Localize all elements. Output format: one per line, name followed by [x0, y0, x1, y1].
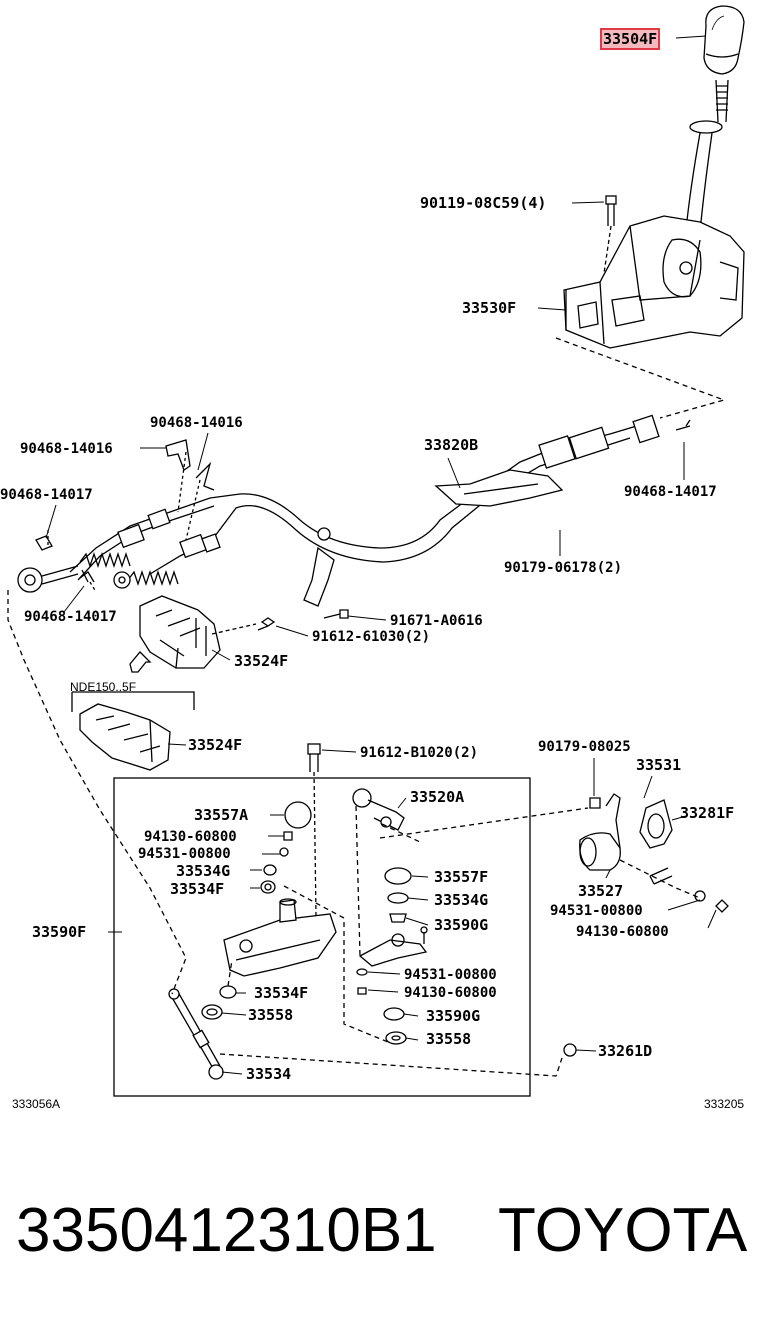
part-label-90179-06178: 90179-06178(2) [504, 560, 623, 576]
part-label-90468-14016-left: 90468-14016 [20, 441, 113, 457]
part-label-33524F-upper: 33524F [234, 652, 289, 670]
footer-brand: TOYOTA [498, 1196, 748, 1265]
part-label-33534G-left: 33534G [176, 862, 231, 880]
part-label-90468-14017-bottom: 90468-14017 [24, 609, 117, 625]
shift-knob-drawing [703, 5, 745, 75]
part-label-33261D: 33261D [598, 1042, 653, 1060]
part-label-94130-60800-mid: 94130-60800 [404, 985, 497, 1001]
part-label-33558-right: 33558 [426, 1030, 472, 1048]
part-label-33534F-upper: 33534F [170, 880, 225, 898]
part-label-33504F: 33504F [599, 28, 661, 50]
part-label-33820B: 33820B [424, 436, 479, 454]
diagram-code-right: 333205 [704, 1097, 745, 1111]
assembly-box [113, 777, 531, 1097]
bolts-drawing [257, 609, 349, 631]
part-label-90468-14017-right: 90468-14017 [624, 484, 717, 500]
part-label-33590G-lower: 33590G [426, 1007, 481, 1025]
part-label-33527: 33527 [578, 882, 624, 900]
leader-lines [45, 35, 717, 1075]
part-label-94130-60800-left: 94130-60800 [144, 829, 237, 845]
bracket-nde-drawing [79, 703, 171, 771]
parts-exploded-diagram [7, 5, 745, 1097]
part-label-33520A: 33520A [410, 788, 465, 806]
part-label-91612-B1020: 91612-B1020(2) [360, 745, 479, 761]
clips-drawing [35, 439, 215, 583]
bracket-33524F-drawing [129, 595, 257, 673]
part-label-33534F-lower: 33534F [254, 984, 309, 1002]
shift-housing-drawing [563, 215, 745, 349]
bolt-drawing [602, 195, 617, 281]
part-label-33524F-lower: 33524F [188, 736, 243, 754]
part-label-33557A: 33557A [194, 806, 249, 824]
bolt-b1020-drawing [307, 743, 321, 917]
part-label-94531-00800-right: 94531-00800 [550, 903, 643, 919]
part-label-90468-14017-left: 90468-14017 [0, 487, 93, 503]
right-assembly-drawing [352, 788, 428, 1045]
part-label-90119-08C59: 90119-08C59(4) [420, 194, 547, 212]
part-label-33281F: 33281F [680, 804, 735, 822]
diagram-code-left: 333056A [12, 1097, 61, 1111]
footer-part-number: 3350412310B1 [16, 1196, 437, 1265]
part-label-33534G-right: 33534G [434, 891, 489, 909]
part-label-33531: 33531 [636, 756, 682, 774]
variant-label-nde150: NDE150..5F [70, 680, 137, 694]
part-label-33557F: 33557F [434, 868, 489, 886]
part-label-94531-00800-left: 94531-00800 [138, 846, 231, 862]
shift-cables-drawing [17, 414, 691, 607]
shift-lever-drawing [685, 79, 729, 233]
part-label-33530F: 33530F [462, 299, 517, 317]
part-label-33590F: 33590F [32, 923, 87, 941]
part-label-94531-00800-mid: 94531-00800 [404, 967, 497, 983]
part-label-90468-14016-upper: 90468-14016 [150, 415, 243, 431]
part-label-33558-left: 33558 [248, 1006, 294, 1024]
part-label-33590G-upper: 33590G [434, 916, 489, 934]
part-label-91671-A0616: 91671-A0616 [390, 613, 483, 629]
part-label-33534: 33534 [246, 1065, 292, 1083]
part-label-90179-08025: 90179-08025 [538, 739, 631, 755]
part-label-91612-61030: 91612-61030(2) [312, 629, 431, 645]
part-label-94130-60800-right: 94130-60800 [576, 924, 669, 940]
left-assembly-drawing [168, 801, 337, 1080]
side-parts-drawing [563, 793, 729, 1057]
